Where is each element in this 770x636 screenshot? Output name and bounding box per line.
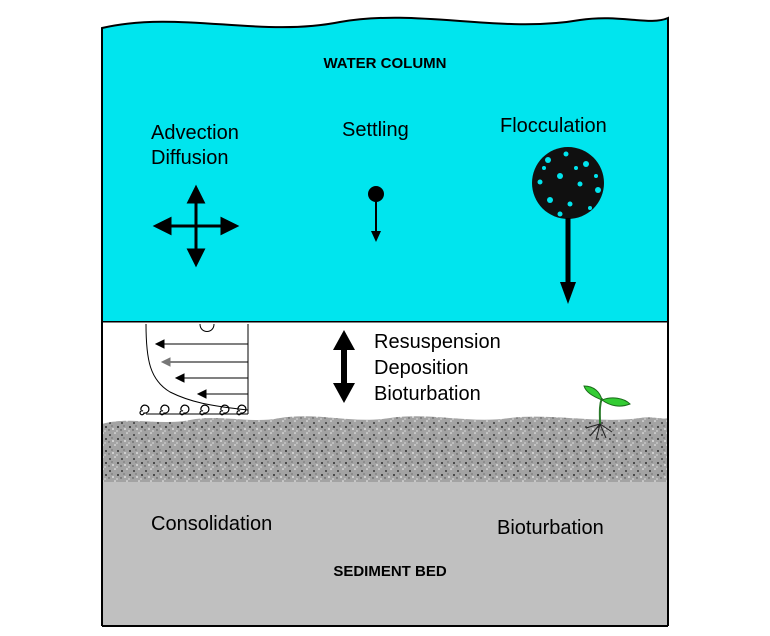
flocculation-label: Flocculation <box>500 115 607 137</box>
settling-label: Settling <box>342 119 409 141</box>
sediment-bed-title: SEDIMENT BED <box>333 563 447 580</box>
floc-aggregate-icon <box>532 147 604 304</box>
water-column-title: WATER COLUMN <box>323 55 446 72</box>
four-way-arrow-icon <box>152 184 240 268</box>
diffusion-label: Diffusion <box>151 147 228 169</box>
falling-particle-icon <box>368 186 384 242</box>
bed-bioturbation-label: Bioturbation <box>497 517 604 539</box>
resuspension-label: Resuspension <box>374 331 501 353</box>
consolidation-label: Consolidation <box>151 513 272 535</box>
eddy-spirals-icon <box>139 404 247 416</box>
velocity-profile-icon <box>145 323 249 415</box>
deposition-label: Deposition <box>374 357 469 379</box>
boundary-bioturbation-label: Bioturbation <box>374 383 481 405</box>
boundary-layer-region <box>102 322 668 422</box>
seedling-icon <box>583 385 631 441</box>
sediment-bed-region <box>102 480 668 626</box>
water-column-region <box>101 16 669 323</box>
sediment-surface-layer <box>102 416 668 482</box>
double-arrow-icon <box>333 330 355 403</box>
advection-label: Advection <box>151 122 239 144</box>
